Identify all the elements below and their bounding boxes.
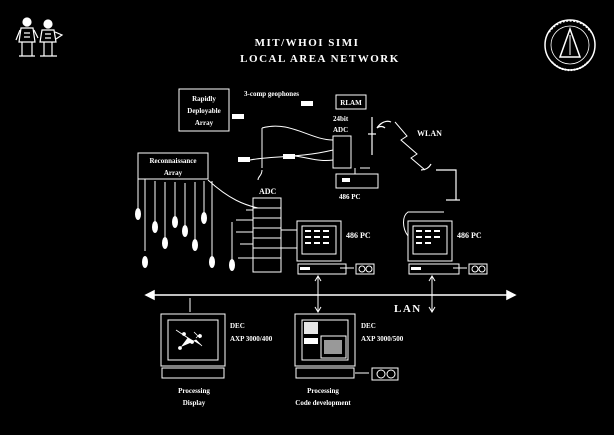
lan-bus: [144, 275, 517, 313]
rapid-array-label-1: Rapidly: [192, 95, 216, 103]
caption-left-line1: Processing: [178, 387, 210, 395]
sensor-nodes: [135, 208, 235, 271]
adc-stack: [236, 197, 297, 273]
recon-array-label-2: Array: [164, 169, 183, 177]
adc-24bit-line1: 24bit: [333, 115, 349, 123]
title-line2: LOCAL AREA NETWORK: [240, 53, 400, 65]
seal-logo-icon: [544, 19, 596, 72]
figures-logo-icon: [15, 17, 64, 57]
dec-left-line2: AXP 3000/400: [230, 335, 273, 343]
pc-icon: [296, 220, 375, 275]
sensor-strings: [137, 176, 259, 262]
dec-left-line1: DEC: [230, 322, 245, 330]
rlam-label: RLAM: [340, 99, 362, 107]
adc-main-label: ADC: [259, 187, 277, 196]
rlam-box: [335, 94, 367, 110]
rapid-array-label-3: Array: [195, 119, 214, 127]
caption-right-line2: Code development: [295, 399, 351, 407]
workstation-right-icon: [294, 313, 399, 381]
title-line1: MIT/WHOI SIMI: [255, 37, 360, 49]
rapid-array-label-2: Deployable: [187, 107, 220, 115]
adc-24bit-line2: ADC: [333, 126, 348, 134]
pc-top-label: 486 PC: [339, 193, 361, 201]
workstation-icon: [160, 313, 226, 379]
geophones-label: 3-comp geophones: [244, 90, 299, 98]
recon-array-label-1: Reconnaissance: [149, 157, 196, 165]
dec-right-line2: AXP 3000/500: [361, 335, 404, 343]
lan-label: LAN: [394, 303, 422, 315]
pc-right-label: 486 PC: [457, 231, 482, 240]
wlan-label: WLAN: [417, 129, 442, 138]
pc-top-box: [335, 173, 379, 189]
antenna-icon: [368, 117, 460, 201]
pc-right-icon: [403, 211, 488, 275]
geophone-cables: [249, 125, 334, 181]
pc-left-label: 486 PC: [346, 231, 371, 240]
recon-array-box: [137, 152, 209, 180]
screen-windows: [304, 322, 347, 359]
adc-24bit-box: [332, 135, 352, 169]
dec-right-line1: DEC: [361, 322, 376, 330]
caption-left-line2: Display: [183, 399, 206, 407]
caption-right-line1: Processing: [307, 387, 339, 395]
rapid-array-box: [178, 88, 230, 132]
